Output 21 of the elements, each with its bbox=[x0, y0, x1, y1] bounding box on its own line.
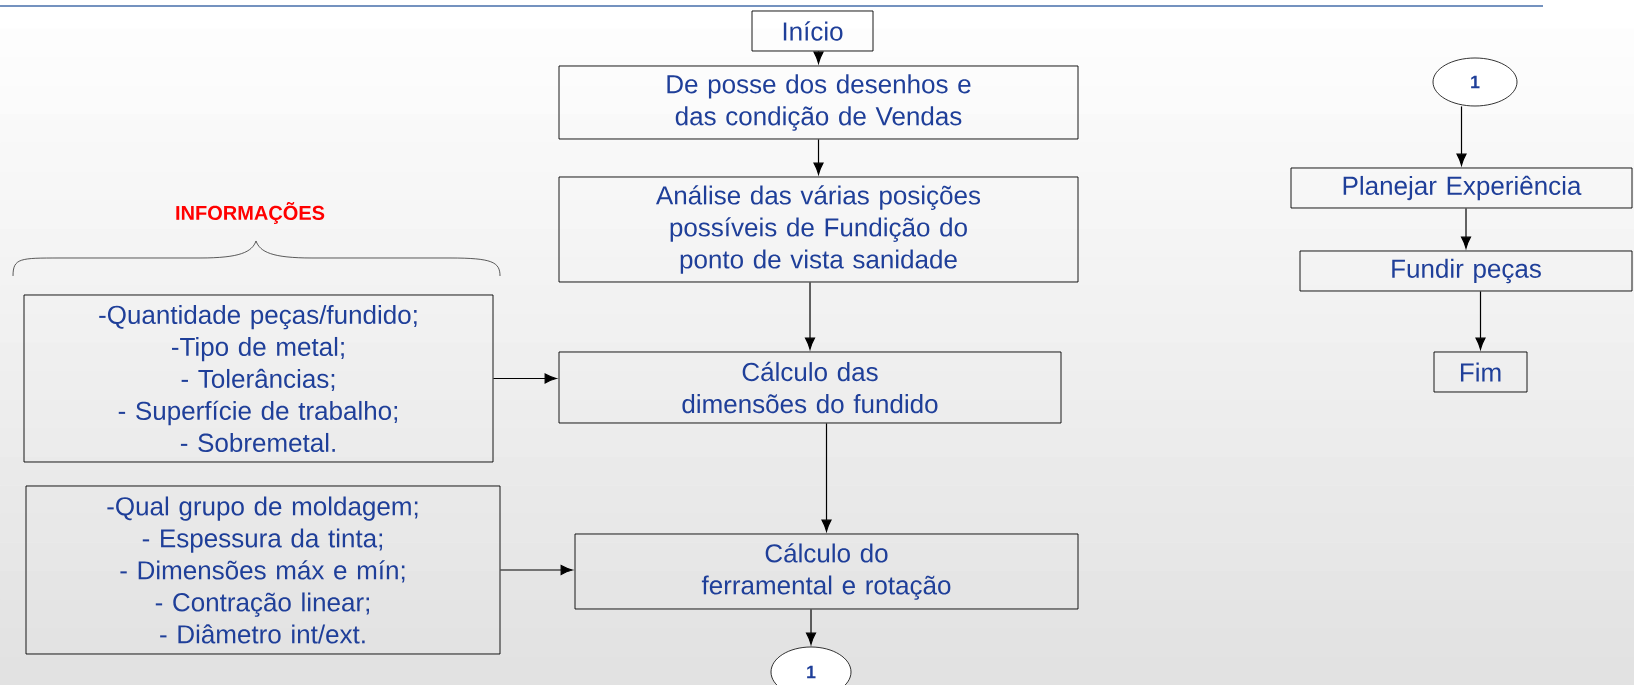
arrow bbox=[1475, 290, 1486, 350]
process-box: De posse dos desenhos e das condição de Vendas bbox=[558, 65, 1079, 140]
start-box: Início bbox=[751, 10, 874, 52]
arrow bbox=[821, 422, 832, 532]
info-box: -Quantidade peças/fundido; -Tipo de metal; - Tolerâncias; - Superfície de trabalho; - Sobremetal. bbox=[23, 294, 494, 463]
arrow bbox=[805, 281, 816, 350]
arrow bbox=[813, 138, 824, 175]
end-box: Fim bbox=[1433, 351, 1528, 393]
arrow bbox=[1456, 105, 1467, 166]
arrow bbox=[492, 373, 557, 384]
arrow bbox=[499, 564, 573, 575]
process-box: Cálculo do ferramental e rotação bbox=[574, 533, 1079, 610]
process-box: Cálculo das dimensões do fundido bbox=[558, 351, 1062, 424]
process-box: Planejar Experiência bbox=[1290, 167, 1633, 209]
arrow bbox=[1460, 207, 1472, 249]
info-box: -Qual grupo de moldagem; - Espessura da tinta; - Dimensões máx e mín; - Contração linear; - Diâmetro int/ext. bbox=[25, 485, 501, 655]
process-box: Análise das várias posições possíveis de Fundição do ponto de vista sanidade bbox=[558, 176, 1079, 283]
section-heading: INFORMAÇÕES bbox=[176, 202, 325, 224]
arrow bbox=[806, 608, 817, 645]
process-box: Fundir peças bbox=[1299, 250, 1633, 292]
arrow bbox=[813, 50, 824, 64]
